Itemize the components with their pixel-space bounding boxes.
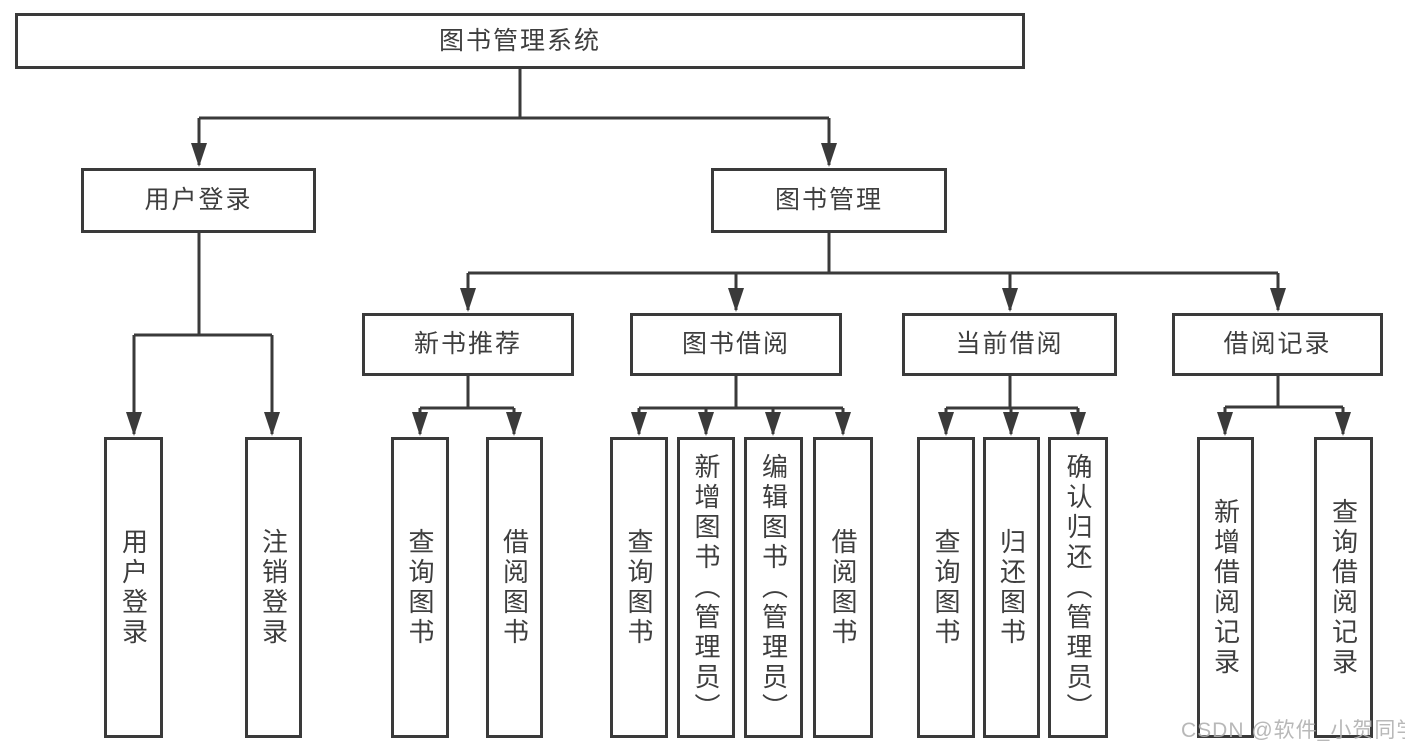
leaf-add-borrow-record: 新增借阅记录 — [1197, 437, 1254, 738]
leaf-return-book: 归还图书 — [983, 437, 1040, 738]
leaf-user-login: 用户登录 — [104, 437, 163, 738]
connector-root-to-level2 — [191, 68, 837, 167]
node-new-book-recommend: 新书推荐 — [362, 313, 574, 376]
node-user-login: 用户登录 — [81, 168, 316, 233]
leaf-confirm-return-admin: 确认归还（管理员） — [1048, 437, 1108, 738]
node-book-borrow: 图书借阅 — [630, 313, 842, 376]
connector-book-borrow-to-leaves — [631, 376, 851, 436]
connector-user-login-to-leaves — [126, 232, 280, 436]
node-current-borrow: 当前借阅 — [902, 313, 1117, 376]
leaf-add-book-admin: 新增图书（管理员） — [677, 437, 735, 738]
connector-borrow-records-to-leaves — [1217, 376, 1351, 436]
connector-new-book-recommend-to-leaves — [412, 376, 522, 436]
leaf-edit-book-admin: 编辑图书（管理员） — [744, 437, 803, 738]
leaf-borrow-books-recommend: 借阅图书 — [486, 437, 543, 738]
node-root-library-system: 图书管理系统 — [15, 13, 1025, 69]
node-book-management: 图书管理 — [711, 168, 947, 233]
leaf-query-books-borrow: 查询图书 — [610, 437, 668, 738]
leaf-query-books-current: 查询图书 — [917, 437, 975, 738]
leaf-borrow-books: 借阅图书 — [813, 437, 873, 738]
leaf-query-books-recommend: 查询图书 — [391, 437, 449, 738]
connector-current-borrow-to-leaves — [938, 376, 1086, 436]
connector-book-management-to-level3 — [460, 233, 1286, 312]
node-borrow-records: 借阅记录 — [1172, 313, 1383, 376]
leaf-logout: 注销登录 — [245, 437, 302, 738]
leaf-query-borrow-record: 查询借阅记录 — [1314, 437, 1373, 738]
csdn-watermark: CSDN @软件_小贺同学 — [1181, 719, 1405, 742]
